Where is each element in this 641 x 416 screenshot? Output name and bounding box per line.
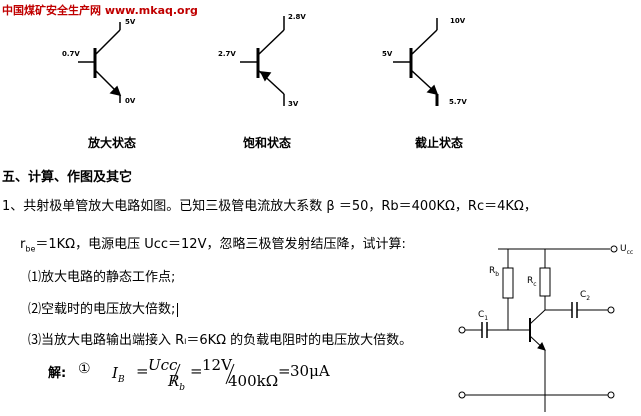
transistor-amplify xyxy=(78,22,122,103)
rbe-sub: be xyxy=(25,244,36,254)
solution-step: ① xyxy=(78,361,91,377)
problem-item-1: ⑴放大电路的静态工作点; xyxy=(28,270,176,285)
formula-ucc: Ucc xyxy=(148,356,178,374)
t1-emitter-label: 0V xyxy=(125,97,136,105)
problem-item-3: ⑶当放大电路输出端接入 Rₗ＝6KΩ 的负载电阻时的电压放大倍数。 xyxy=(28,333,413,348)
watermark: 中国煤矿安全生产网 www.mkaq.org xyxy=(2,4,198,17)
amplifier-circuit xyxy=(458,245,618,412)
formula-ib: IB xyxy=(112,364,125,385)
rbe-symbol: r xyxy=(20,237,26,252)
t2-emitter-label: 3V xyxy=(288,100,299,108)
transistor-cutoff xyxy=(393,18,439,106)
formula-eq3: = xyxy=(278,362,291,380)
c1-label: C1 xyxy=(478,310,489,322)
formula-12v: 12V xyxy=(202,356,232,374)
section-heading: 五、计算、作图及其它 xyxy=(2,170,133,185)
t2-base-label: 2.7V xyxy=(218,50,236,58)
t3-emitter-label: 5.7V xyxy=(449,98,467,106)
transistor-saturation xyxy=(240,16,285,106)
problem-item-2: ⑵空载时的电压放大倍数; xyxy=(28,298,179,317)
problem-item-2-text: ⑵空载时的电压放大倍数; xyxy=(28,302,176,317)
formula-eq2: = xyxy=(190,362,203,380)
formula-eq1: = xyxy=(136,362,149,380)
caption-cutoff: 截止状态 xyxy=(415,136,464,150)
formula-400k: 400kΩ xyxy=(228,372,279,390)
t3-collector-label: 10V xyxy=(450,17,466,25)
caption-saturation: 饱和状态 xyxy=(243,136,292,150)
formula-result: 30μA xyxy=(290,362,330,380)
solution-label: 解: xyxy=(48,366,67,381)
rc-label: Rc xyxy=(527,276,537,288)
t1-base-label: 0.7V xyxy=(62,50,80,58)
problem-line2-rest: ＝1KΩ，电源电压 Ucc＝12V，忽略三极管发射结压降，试计算: xyxy=(35,237,406,252)
t2-collector-label: 2.8V xyxy=(288,13,306,21)
formula-rb: Rb xyxy=(168,372,186,393)
problem-line2: rbe＝1KΩ，电源电压 Ucc＝12V，忽略三极管发射结压降，试计算: xyxy=(20,233,406,254)
caption-amplify: 放大状态 xyxy=(88,136,137,150)
rb-label: Rb xyxy=(489,266,500,278)
t3-base-label: 5V xyxy=(382,50,393,58)
ucc-label: Ucc xyxy=(620,244,634,256)
t1-collector-label: 5V xyxy=(125,18,136,26)
problem-line1: 1、共射极单管放大电路如图。已知三极管电流放大系数 β ＝50，Rb＝400KΩ… xyxy=(2,199,537,214)
c2-label: C2 xyxy=(580,290,591,302)
text-cursor xyxy=(177,302,179,317)
